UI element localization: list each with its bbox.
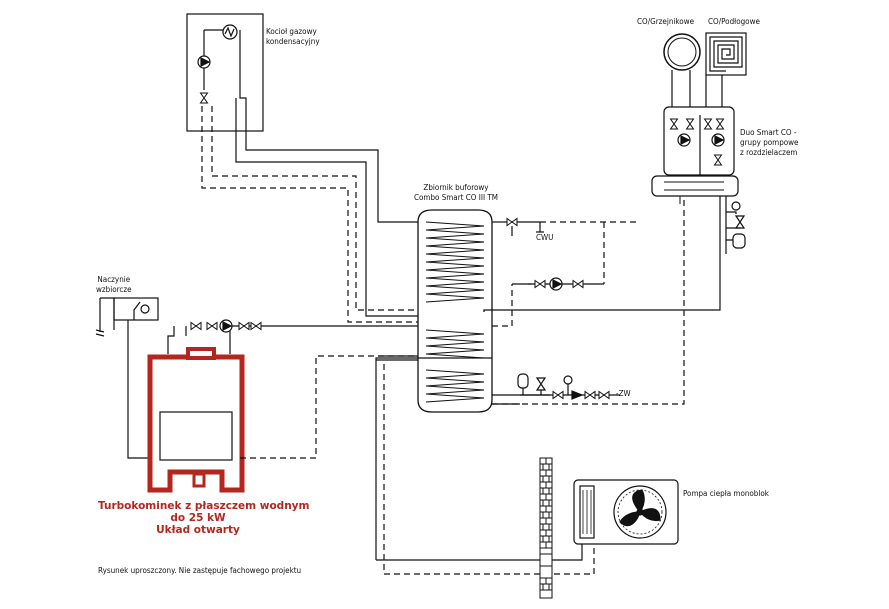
expansion-tank-icon [517, 373, 529, 389]
heat-exchanger-icon [222, 24, 238, 40]
three-way-valve-icon [506, 217, 518, 227]
radiator-icon [663, 33, 701, 71]
pump-groups-label: Duo Smart CO - grupy pompowe z rozdziela… [740, 128, 799, 157]
safety-valve-icon [734, 215, 746, 229]
fireplace-title: Turbokominek z płaszczem wodnym do 25 kW… [98, 500, 310, 536]
valve-icon [572, 279, 584, 289]
gas-boiler-label: Kocioł gazowy kondensacyjny [266, 27, 320, 46]
valve-icon [238, 321, 250, 331]
co-circuits [651, 32, 747, 254]
pressure-gauge-icon [563, 375, 573, 395]
pump-icon [549, 277, 563, 291]
pump-icon [197, 55, 211, 69]
zw-label: -ZW [616, 389, 631, 398]
co-floor-label: CO/Podłogowe [708, 17, 760, 26]
cwu-line [504, 217, 640, 291]
cwu-label: CWU [536, 233, 554, 242]
zw-line [517, 373, 620, 400]
heat-pump [573, 479, 679, 545]
valve-icon [598, 390, 610, 400]
expansion-vessel-label: Naczynie wzbiorcze [96, 275, 132, 294]
valve-icon [715, 118, 725, 130]
valve-icon [685, 118, 695, 130]
boiler-pipes [201, 90, 418, 323]
valve-icon [534, 279, 546, 289]
safety-valve-icon [535, 377, 547, 391]
three-way-valve-icon [713, 154, 723, 166]
co-radiators-label: CO/Grzejnikowe [637, 17, 695, 26]
open-expansion-vessel [95, 297, 159, 459]
expansion-tank-icon [732, 233, 746, 249]
valve-icon [703, 118, 713, 130]
disclaimer-text: Rysunek uproszczony. Nie zastępuje facho… [98, 566, 302, 575]
dashed-returns [492, 196, 685, 405]
pump-icon [219, 319, 233, 333]
gas-boiler [186, 13, 264, 132]
brick-wall [539, 457, 553, 599]
buffer-tank-label: Zbiornik buforowy Combo Smart CO III TM [414, 183, 498, 202]
valve-icon [190, 321, 202, 331]
fan-icon [613, 485, 667, 539]
pressure-gauge-icon [731, 201, 741, 211]
valve-icon [669, 118, 679, 130]
buffer-tank [417, 209, 493, 413]
pump-icon [711, 133, 725, 147]
valve-icon [250, 321, 262, 331]
heat-pump-label: Pompa ciepła monoblok [683, 489, 769, 498]
valve-icon [584, 390, 596, 400]
pump-icon [677, 133, 691, 147]
three-way-valve-icon [199, 92, 209, 104]
heat-pump-pipes [376, 364, 595, 575]
fireplace-pipes [167, 319, 418, 459]
valve-icon [552, 390, 564, 400]
fireplace [147, 347, 245, 493]
valve-icon [206, 321, 218, 331]
floor-heating-coil-icon [705, 32, 747, 76]
